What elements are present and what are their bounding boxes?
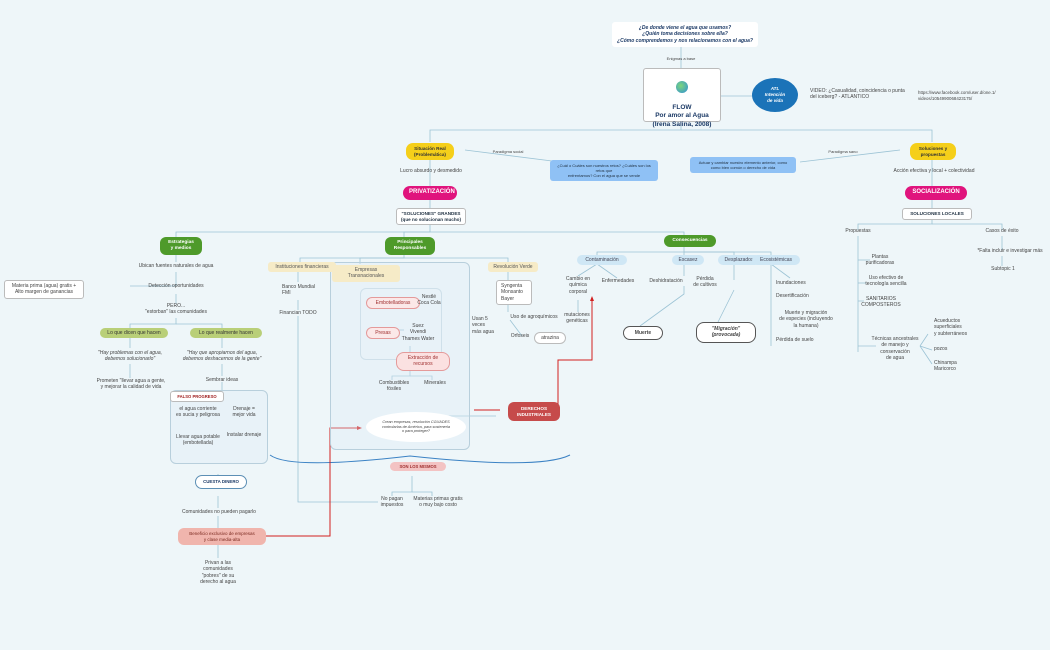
minerales-text: Minerales [424, 380, 446, 386]
soluciones-node[interactable]: Soluciones y propuestas [910, 143, 956, 161]
propuesta-item: Uso efectivo de tecnología sencilla [865, 275, 907, 288]
banco-mundial-text: Banco Mundial FMI [282, 284, 316, 297]
falso-progreso-box [170, 390, 268, 464]
soluciones-bubble: Actuar y cambiar nuestro elemento anteri… [690, 157, 796, 173]
comunidades-text: Comunidades no pueden pagarlo [182, 509, 256, 515]
root-title: FLOW Por amor al Agua (Irena Salina, 200… [652, 104, 712, 128]
llevar-agua-text: Llevar agua potable (embotellada) [176, 434, 220, 447]
usan-agua-text: Usan 5 veces más agua [472, 316, 494, 335]
subtopic-node[interactable]: Subtopic 1 [991, 266, 1015, 272]
propuesta-item: SANITARIOS COMPOSTEROS [861, 296, 901, 309]
root-title-node[interactable]: FLOW Por amor al Agua (Irena Salina, 200… [643, 68, 721, 128]
agua-corriente-text: el agua corriente es sucia y peligrosa [176, 406, 220, 419]
casos-exito-node[interactable]: Casos de éxito [985, 228, 1019, 234]
no-pagan-text: No pagan impuestos [380, 496, 404, 509]
propuestas-node[interactable]: Propuestas [845, 228, 871, 234]
desertificacion-text: Desertificación [776, 293, 809, 299]
falta-incluir-text: *Falta incluir e investigar más [977, 248, 1043, 254]
instituciones-node[interactable]: Instituciones financieras [268, 262, 336, 273]
son-los-mismos-node[interactable]: SON LOS MISMOS [390, 462, 446, 472]
root-questions: ¿De donde viene el agua que usamos? ¿Qui… [612, 22, 758, 47]
contaminacion-node[interactable]: Contaminación [577, 255, 627, 266]
materia-prima-node[interactable]: Materia prima (agua) gratis + Alto marge… [4, 280, 84, 299]
cuesta-dinero-node[interactable]: CUESTA DINERO [195, 475, 247, 489]
prometen-text: Prometen "llevar agua a gente, y mejorar… [96, 378, 166, 391]
propuesta-item: Técnicas ancestrales de manejo y conserv… [871, 336, 919, 361]
ecosistemicas-node[interactable]: Ecosistémicas [752, 255, 800, 266]
deteccion-text: Detección oportunidades [148, 283, 204, 289]
materias-primas-text: Materias primas gratis o muy bajo costo [413, 496, 463, 509]
atl-video: VIDEO: ¿Casualidad, coincidencia o punta… [810, 88, 905, 101]
socializacion-node[interactable]: SOCIALIZACIÓN [905, 186, 967, 200]
propuesta-item: Plantas purificadoras [865, 254, 895, 267]
tecnica-item: Chinampa Maricorco [934, 360, 957, 373]
embotelladoras-node[interactable]: Embotelladoras [366, 297, 420, 310]
nestle-text: Nestlé Coca Cola [417, 294, 441, 307]
syngenta-node[interactable]: Syngenta Monsanto Bayer [496, 280, 532, 305]
empresas-node[interactable]: Empresas Transnacionales [332, 265, 400, 282]
inundaciones-text: Inundaciones [776, 280, 806, 286]
situacion-bubble: ¿Cuál o Cuáles son nuestros retos? ¿Cuál… [550, 160, 658, 181]
extraccion-node[interactable]: Extracción de recursos [396, 352, 450, 371]
situacion-real-node[interactable]: Situación Real (Problemática) [406, 143, 454, 161]
escasez-node[interactable]: Escasez [672, 255, 704, 266]
deshidratacion-text: Deshidratación [649, 278, 683, 284]
soluciones-locales-node[interactable]: SOLUCIONES LOCALES [902, 208, 972, 220]
root-link-label: Enigmas a base [666, 56, 696, 61]
desplazados-node[interactable]: Desplazados [718, 255, 760, 266]
accion-text: Acción efectiva y local + colectividad [893, 168, 975, 174]
pero-text: PERO... "estorban" las comunidades [145, 303, 207, 316]
orfoseis-text: Orfoseis [510, 333, 530, 339]
estrategias-node[interactable]: Estrategias y medios [160, 237, 202, 255]
privatizacion-node[interactable]: PRIVATIZACIÓN [403, 186, 457, 200]
globe-icon [676, 81, 688, 94]
sembrar-ideas-text: Sembrar ideas [205, 377, 239, 383]
soluciones-paradigm-label: Paradigma sano [828, 149, 858, 154]
quote-dicen: "Hay problemas con el agua, debemos solu… [97, 350, 163, 363]
ubican-text: Ubican fuentes naturales de agua [138, 263, 214, 269]
presas-node[interactable]: Presas [366, 327, 400, 340]
instalar-drenaje-text: Instalar drenaje [226, 432, 262, 438]
atl-node[interactable]: ATL Intención de vida [752, 78, 798, 112]
perdida-cultivos-text: Pérdida de cultivos [693, 276, 717, 289]
muerte-especies-text: Muerte y migración de especies (incluyen… [779, 310, 833, 329]
revolucion-verde-node[interactable]: Revolución Verde [488, 262, 538, 273]
uso-agroquimicos-text: Uso de agroquímicos [510, 314, 558, 320]
lo-que-hacen-node[interactable]: Lo que realmente hacen [190, 328, 262, 339]
atl-url-link[interactable]: https://www.facebook.com/user.d/one.1/ v… [918, 90, 996, 101]
suez-text: Suez Vivendi Thames Water [401, 323, 435, 342]
combustibles-text: Combustibles fósiles [378, 380, 410, 393]
perdida-suelo-text: Pérdida de suelo [776, 337, 814, 343]
cambio-quimica-text: Cambio en química corporal [565, 276, 591, 295]
drenaje-text: Drenaje = mejor vida [232, 406, 256, 419]
mutaciones-text: mutaciones genéticas [564, 312, 590, 325]
crean-empresas-node[interactable]: Crean empresas, resolución CGUADES contr… [366, 412, 466, 442]
atrazina-node[interactable]: atrazina [534, 332, 566, 345]
quote-hacen: "Hay que apropiarnos del agua, debemos d… [182, 350, 262, 363]
lo-que-dicen-node[interactable]: Lo que dicen que hacen [100, 328, 168, 339]
muerte-node[interactable]: Muerte [623, 326, 663, 341]
privan-text: Privan a las comunidades "pobres" de su … [200, 560, 236, 585]
enfermedades-text: Enfermedades [601, 278, 635, 284]
consecuencias-node[interactable]: Consecuencias [664, 235, 716, 247]
soluciones-grandes-node[interactable]: "SOLUCIONES" GRANDES (que no solucionan … [396, 208, 466, 226]
derechos-industriales-node[interactable]: DERECHOS INDUSTRIALES [508, 402, 560, 422]
situacion-paradigm-label: Paradigma social [492, 149, 524, 154]
tecnica-item: pozos [934, 346, 948, 352]
migracion-node[interactable]: "Migración" (provocada) [696, 322, 756, 343]
lucro-text: Lucro absurdo y desmedido [400, 168, 462, 174]
financian-text: Financian TODO [279, 310, 317, 316]
falso-progreso-label: FALSO PROGRESO [170, 391, 224, 403]
principales-node[interactable]: Principales Responsables [385, 237, 435, 255]
tecnica-item: Acueductos superficiales y subterráneos [934, 318, 968, 337]
beneficio-node[interactable]: Beneficio exclusivo de empresas y clase … [178, 528, 266, 546]
